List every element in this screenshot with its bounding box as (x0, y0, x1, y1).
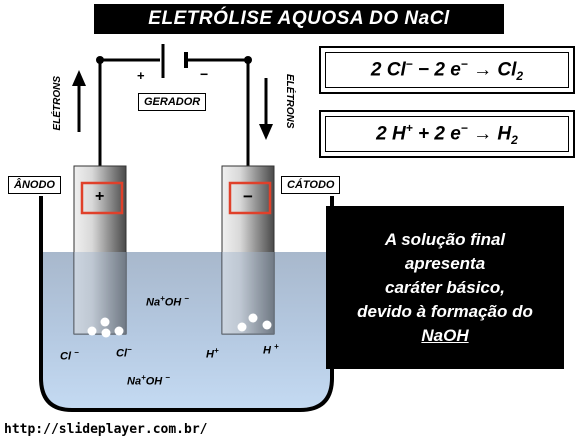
generator-label: GERADOR (138, 93, 207, 111)
conclusion-box: A solução final apresenta caráter básico… (326, 206, 564, 369)
electron-arrow-up (72, 70, 86, 132)
ion-cl-1: Cl − (60, 348, 79, 363)
anode-electrode (73, 165, 127, 335)
conclusion-line-5: NaOH (421, 325, 469, 345)
ion-na-oh-2: Na+OH − (127, 373, 170, 388)
conclusion-line-2: apresenta (404, 253, 486, 273)
conclusion-line-3: caráter básico, (384, 277, 505, 297)
cathode-sign: − (243, 187, 253, 206)
electrons-label-left: ELÉTRONS (52, 76, 63, 131)
anode-sign-box (80, 181, 124, 215)
conclusion-line-1: A solução final (384, 229, 506, 249)
anode-sign: + (95, 188, 105, 205)
equation-cathode-box: 2 H+ + 2 e− → H2 (319, 110, 575, 158)
wire-right (188, 58, 250, 166)
anode-label: ÂNODO (8, 176, 61, 194)
generator-minus: − (200, 66, 209, 82)
ion-na-oh-1: Na+OH − (146, 294, 189, 309)
ion-cl-2: Cl− (116, 345, 132, 360)
equation-anode: 2 Cl− − 2 e− → Cl2 (370, 56, 524, 84)
electron-arrow-down (259, 78, 273, 140)
anode-bubbles (87, 317, 124, 338)
page-title: ELETRÓLISE AQUOSA DO NaCl (94, 4, 504, 34)
cathode-sign-box (228, 181, 272, 215)
beaker (39, 196, 334, 412)
wire-left (98, 58, 160, 166)
electrons-label-right: ELÉTRONS (284, 74, 295, 129)
cathode-bubbles (237, 313, 272, 332)
cathode-label: CÁTODO (281, 176, 341, 194)
source-url: http://slideplayer.com.br/ (4, 422, 208, 437)
cathode-electrode (221, 165, 275, 335)
generator-plus: + (137, 68, 145, 83)
equation-cathode: 2 H+ + 2 e− → H2 (376, 120, 518, 148)
ion-h-2: H + (263, 342, 279, 357)
equation-anode-box: 2 Cl− − 2 e− → Cl2 (319, 46, 575, 94)
ion-h-1: H+ (206, 346, 219, 361)
conclusion-line-4: devido à formação do (357, 301, 533, 321)
